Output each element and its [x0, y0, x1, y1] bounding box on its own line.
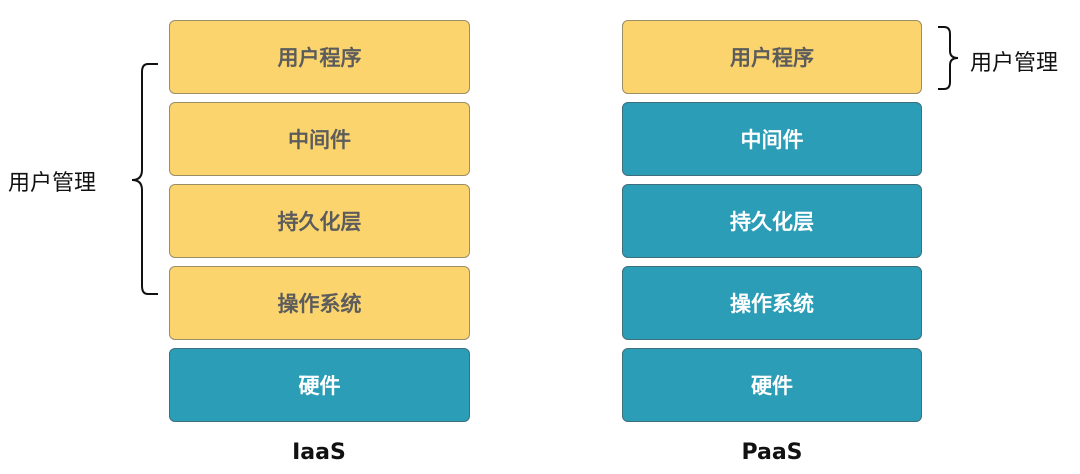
iaas-layer-middleware: 中间件 — [169, 102, 470, 176]
iaas-layer-app: 用户程序 — [169, 20, 470, 94]
paas-layer-persistence-label: 持久化层 — [730, 210, 814, 234]
iaas-bracket-label: 用户管理 — [8, 171, 97, 196]
paas-layer-os-label: 操作系统 — [730, 292, 814, 316]
paas-layer-hardware-label: 硬件 — [751, 374, 793, 398]
iaas-layer-hardware: 硬件 — [169, 348, 470, 422]
iaas-layer-hardware-label: 硬件 — [298, 374, 341, 398]
paas-layer-os: 操作系统 — [622, 266, 922, 340]
paas-user-managed-brace — [938, 26, 959, 90]
paas-layer-middleware: 中间件 — [622, 102, 922, 176]
iaas-layer-os: 操作系统 — [169, 266, 470, 340]
iaas-user-managed-brace — [131, 63, 158, 295]
paas-layer-middleware-label: 中间件 — [740, 128, 804, 152]
paas-layer-app: 用户程序 — [622, 20, 922, 94]
paas-bracket-label: 用户管理 — [970, 51, 1059, 76]
paas-layer-app-label: 用户程序 — [730, 46, 814, 70]
paas-stack-label: PaaS — [741, 440, 803, 465]
iaas-stack-label: IaaS — [292, 440, 346, 465]
iaas-layer-persistence-label: 持久化层 — [277, 210, 362, 234]
iaas-layer-app-label: 用户程序 — [277, 46, 362, 70]
iaas-layer-os-label: 操作系统 — [277, 292, 362, 316]
paas-layer-persistence: 持久化层 — [622, 184, 922, 258]
iaas-layer-middleware-label: 中间件 — [288, 128, 351, 152]
paas-layer-hardware: 硬件 — [622, 348, 922, 422]
iaas-layer-persistence: 持久化层 — [169, 184, 470, 258]
